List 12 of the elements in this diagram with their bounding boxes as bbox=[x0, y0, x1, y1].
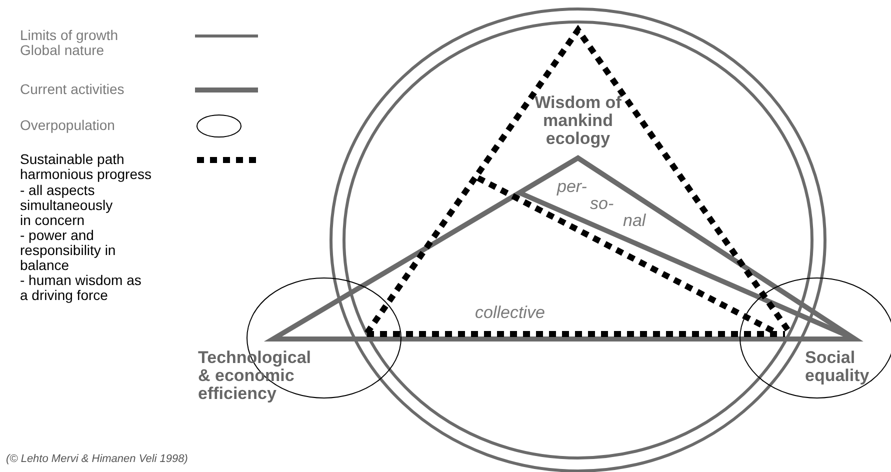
legend-label: Current activities bbox=[20, 82, 126, 97]
vertex-label: Social equality bbox=[805, 349, 870, 385]
note-text: - power and responsibility in balance bbox=[20, 228, 117, 273]
copyright-caption: (© Lehto Mervi & Himanen Veli 1998) bbox=[6, 452, 188, 467]
legend-label: Overpopulation bbox=[20, 118, 116, 133]
legend-label: Limits of growth Global nature bbox=[20, 28, 120, 58]
side-label: collective bbox=[475, 303, 545, 322]
legend-label: Sustainable path harmonious progress bbox=[20, 152, 153, 182]
vertex-label: Wisdom of mankind ecology bbox=[534, 94, 622, 148]
note-text: - all aspects simultaneously in concern bbox=[20, 183, 114, 228]
note-text: - human wisdom as a driving force bbox=[20, 273, 142, 303]
side-label: per- so- nal bbox=[557, 178, 646, 229]
